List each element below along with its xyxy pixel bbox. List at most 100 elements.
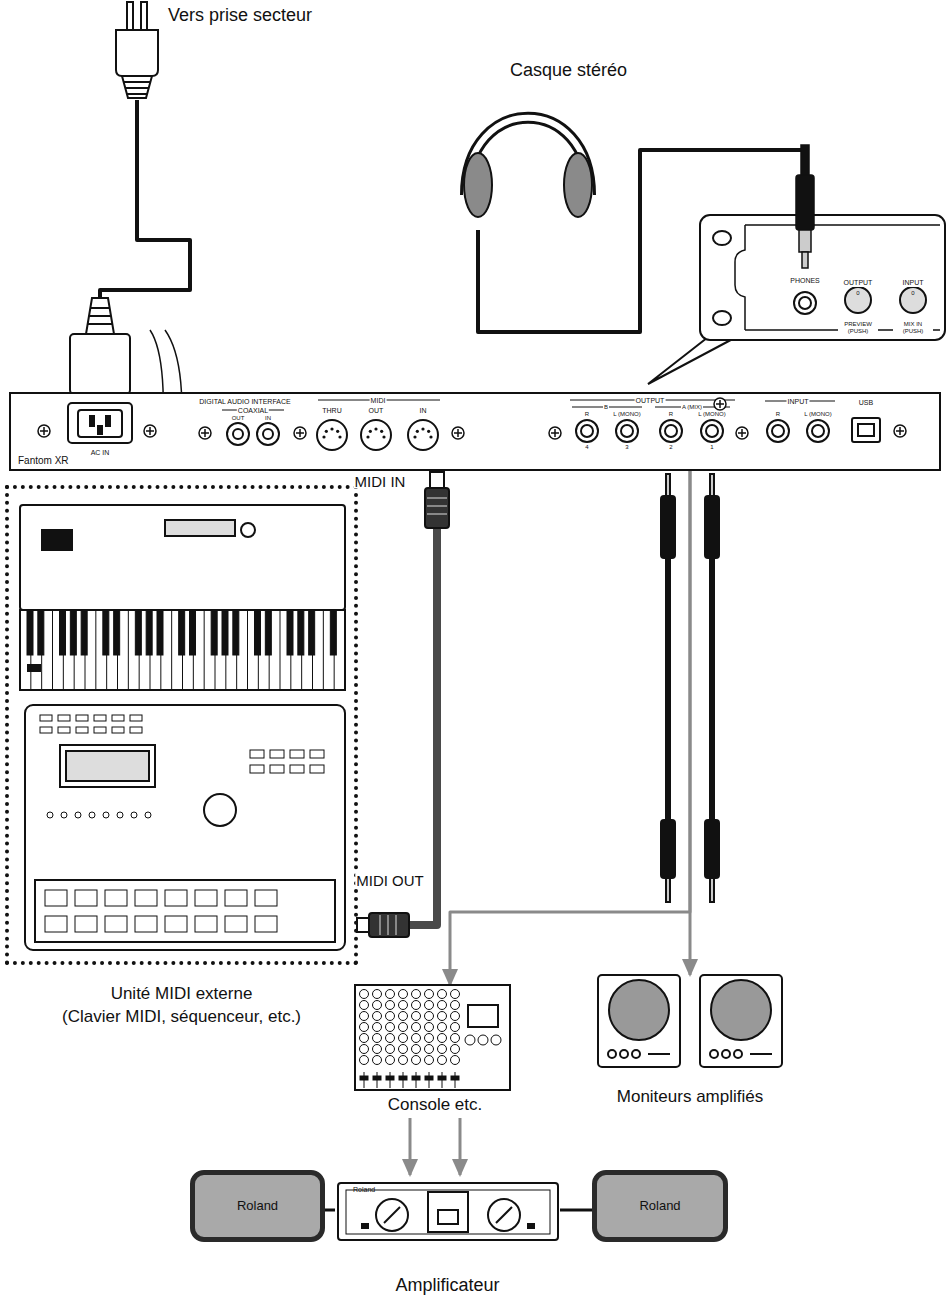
- black-key: [60, 610, 66, 655]
- midi-keyboard-part: [20, 610, 345, 690]
- part-label: MIDI IN: [354, 474, 407, 489]
- button: [310, 750, 324, 758]
- monitor-speakers-part: [711, 980, 771, 1040]
- key-line: [150, 610, 151, 690]
- rear-panel-part: [408, 420, 438, 450]
- sequencer-part: [66, 751, 149, 781]
- key-line: [236, 610, 237, 690]
- black-key: [222, 610, 228, 655]
- node-text: Amplificateur: [335, 1275, 560, 1296]
- rear-panel-part: [361, 420, 391, 450]
- amplifier-part: [496, 1207, 512, 1223]
- screw-slot: [896, 427, 904, 435]
- button: [130, 727, 142, 733]
- key-line: [258, 610, 259, 690]
- phone-jack-plug-part: [802, 252, 808, 268]
- mixing-console-part: [468, 1005, 498, 1027]
- button: [250, 765, 264, 773]
- pad: [135, 916, 157, 932]
- screw-slot: [40, 427, 48, 435]
- midi-plugs-part: [427, 513, 447, 515]
- key-line: [139, 610, 140, 690]
- midi-plugs-part: [427, 497, 447, 499]
- device-node: Fantom XR: [10, 393, 940, 470]
- black-key: [146, 610, 152, 655]
- sequencer-part: [25, 705, 345, 950]
- fader: [438, 1076, 446, 1080]
- part-label: L (MONO): [697, 411, 726, 417]
- console-knob: [386, 1001, 395, 1010]
- rear-panel-part: [858, 424, 874, 436]
- headphones-part: [464, 153, 492, 217]
- key-line: [20, 610, 21, 690]
- console-knob: [412, 1034, 421, 1043]
- screw-slot: [716, 400, 724, 408]
- screw-slot: [454, 429, 462, 437]
- pad: [105, 916, 127, 932]
- console-knob: [386, 1045, 395, 1054]
- midi-pin: [416, 430, 419, 433]
- button: [58, 727, 70, 733]
- rear-panel-part: [767, 420, 789, 442]
- key-line: [193, 610, 194, 690]
- pad: [45, 916, 67, 932]
- console-knob: [386, 1023, 395, 1032]
- rear-panel-part: [852, 418, 880, 442]
- rear-panel-part: [660, 420, 682, 442]
- pad: [45, 890, 67, 906]
- key-line: [301, 610, 302, 690]
- key-line: [323, 610, 324, 690]
- part-label: OUT: [231, 415, 246, 421]
- button: [290, 750, 304, 758]
- pad: [75, 890, 97, 906]
- power-plug-part: [116, 30, 158, 76]
- black-key: [27, 610, 33, 655]
- cable-connector: [325, 1209, 335, 1212]
- plug-body: [705, 820, 719, 878]
- monitor-speakers-part: [710, 1050, 718, 1058]
- key-line: [30, 610, 31, 690]
- midi-pin: [382, 435, 385, 438]
- fader: [399, 1076, 407, 1080]
- power-plug: [116, 2, 158, 98]
- led: [75, 812, 81, 818]
- part-label: MIDI OUT: [355, 873, 425, 888]
- rear-panel-part: [576, 420, 598, 442]
- monitor-speakers-part: [750, 1053, 772, 1055]
- amplifier-part: [346, 1190, 550, 1234]
- sequencer-buttons: [40, 715, 324, 932]
- button: [270, 750, 284, 758]
- console-knob: [373, 1045, 382, 1054]
- midi-plugs-part: [430, 472, 444, 488]
- screw: [199, 427, 211, 439]
- console-knob: [373, 990, 382, 999]
- midi-pin: [366, 435, 369, 438]
- black-key: [157, 610, 163, 655]
- button: [94, 715, 106, 721]
- black-key: [255, 610, 261, 655]
- rear-panel-part: [616, 420, 638, 442]
- fader: [360, 1076, 368, 1080]
- midi-pin: [336, 430, 339, 433]
- key-line: [290, 610, 291, 690]
- plug-tip: [666, 474, 670, 496]
- console-knob: [386, 1056, 395, 1065]
- part-label: 1: [709, 444, 714, 450]
- console-knob: [451, 1023, 460, 1032]
- console-knob: [425, 1056, 434, 1065]
- console-knob: [386, 1034, 395, 1043]
- console-knob: [438, 1034, 447, 1043]
- rear-panel-part: [665, 425, 677, 437]
- midi-keyboard: [20, 505, 345, 690]
- amplifier-part: [384, 1207, 400, 1223]
- device-node: RolandAmplificateur: [335, 1175, 560, 1300]
- console-knob: [451, 1034, 460, 1043]
- console-knob: [412, 1045, 421, 1054]
- sequencer-part: [35, 880, 335, 942]
- button: [40, 715, 52, 721]
- button: [112, 715, 124, 721]
- midi-pin: [374, 427, 377, 430]
- keyboard-keys: [20, 610, 336, 690]
- midi-plugs-part: [379, 915, 381, 935]
- phone-jack-plug: [796, 145, 814, 268]
